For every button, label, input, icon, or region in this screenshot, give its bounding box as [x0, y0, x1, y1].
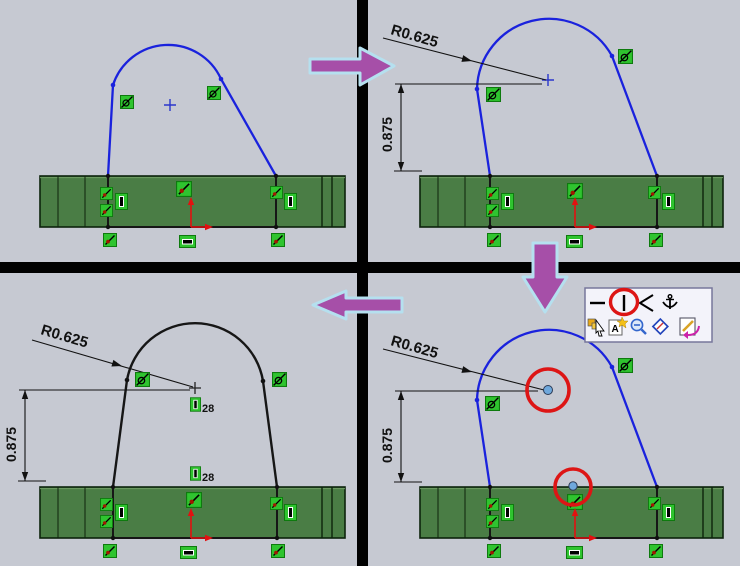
vertical-relation-callout[interactable]: 28 [190, 466, 214, 484]
coincident-icon [649, 544, 663, 558]
horizontal-relation-icon [180, 546, 197, 559]
flow-arrow-left [311, 289, 404, 321]
radius-dimension[interactable]: R0.625 [382, 22, 547, 81]
coincident-icon [271, 233, 285, 247]
radius-dimension-text[interactable]: R0.625 [389, 333, 440, 363]
radius-dimension-text[interactable]: R0.625 [39, 322, 90, 352]
height-dimension-text[interactable]: 0.875 [3, 427, 19, 462]
flow-arrow-down [521, 241, 569, 314]
vertical-relation-icon [662, 193, 675, 210]
vertical-relation-icon [662, 504, 675, 521]
horizontal-relation-icon [179, 235, 196, 248]
tangent-icon [618, 358, 633, 373]
coincident-icon [100, 498, 113, 511]
highlight-circle [525, 367, 571, 413]
horizontal-relation-icon [566, 235, 583, 248]
arc-center-mark[interactable] [189, 382, 201, 394]
panel-step2-dimensioned-sketch: R0.625 0.875 [379, 17, 724, 248]
radius-dimension-text[interactable]: R0.625 [389, 22, 440, 52]
sketch-profile-through-base[interactable] [489, 176, 658, 228]
anchor-fix-relation-button[interactable] [662, 294, 678, 309]
coincident-icon [100, 204, 113, 217]
sketch-endpoint-dots [110, 377, 280, 541]
midpoint-icon [186, 492, 202, 508]
coincident-icon [486, 498, 499, 511]
sketch-profile-black[interactable] [111, 321, 279, 488]
sketch-diamond-button[interactable] [651, 317, 669, 336]
vertical-relation-icon [284, 193, 297, 210]
height-dimension-text[interactable]: 0.875 [379, 117, 395, 152]
zoom-button[interactable] [630, 318, 647, 335]
exit-sketch-button[interactable] [679, 317, 700, 339]
coincident-icon [271, 544, 285, 558]
coincident-icon [486, 187, 499, 200]
sketch-profile-blue[interactable] [475, 17, 659, 177]
height-dimension[interactable]: 0.875 [379, 390, 538, 483]
vertical-relation-icon [501, 504, 514, 521]
tangent-icon [486, 87, 501, 102]
horizontal-divider [0, 262, 740, 273]
select-other-button[interactable] [587, 318, 605, 337]
sketch-endpoint-dots [474, 364, 660, 541]
vertical-divider [357, 0, 368, 566]
coincident-icon [100, 515, 113, 528]
tangent-icon [485, 396, 500, 411]
vertical-relation-icon [115, 193, 128, 210]
arc-center-mark[interactable] [164, 99, 176, 111]
height-dimension[interactable]: 0.875 [379, 83, 542, 172]
svg-text:A: A [612, 324, 619, 335]
coincident-icon [270, 497, 283, 510]
tangent-icon [272, 372, 287, 387]
radius-dimension[interactable]: R0.625 [382, 333, 545, 391]
midpoint-icon [567, 183, 583, 199]
radius-dimension[interactable]: R0.625 [31, 322, 194, 388]
highlight-circle [608, 287, 640, 317]
coincident-icon [487, 233, 501, 247]
coincident-icon [648, 497, 661, 510]
selected-midpoint[interactable] [568, 481, 578, 491]
coincident-icon [648, 186, 661, 199]
coincident-icon [270, 186, 283, 199]
panel-step1-initial-sketch [39, 43, 346, 248]
context-toolbar: A [584, 287, 713, 343]
horizontal-relation-icon [566, 546, 583, 559]
flow-arrow-right [308, 46, 396, 87]
annotation-note-button[interactable]: A [608, 316, 629, 336]
vertical-relation-icon [501, 193, 514, 210]
vertical-relation-icon [284, 504, 297, 521]
midpoint-icon [176, 181, 192, 197]
tangent-icon [135, 372, 150, 387]
vertical-relation-icon [115, 504, 128, 521]
coincident-icon [486, 204, 499, 217]
panel-step4-fully-defined-sketch: R0.625 0.875 28 28 [3, 321, 346, 559]
coincident-icon [103, 233, 117, 247]
vertical-relation-number: 28 [202, 472, 214, 484]
vertical-relation-callout[interactable]: 28 [190, 397, 214, 415]
coincident-icon [103, 544, 117, 558]
coincident-icon [649, 233, 663, 247]
height-dimension[interactable]: 0.875 [3, 389, 190, 482]
sketch-endpoint-dots [474, 53, 660, 230]
selected-arc-center-point[interactable] [543, 385, 553, 395]
sketch-profile-blue[interactable] [106, 43, 278, 177]
highlight-circle [553, 467, 593, 507]
angle-relation-button[interactable] [638, 294, 654, 312]
sketch-profile-through-base[interactable] [489, 487, 658, 539]
vertical-relation-number: 28 [202, 403, 214, 415]
panel-step3-select-points: R0.625 0.875 [379, 287, 724, 559]
tangent-icon [618, 49, 633, 64]
tangent-icon [207, 86, 221, 100]
tangent-icon [120, 95, 134, 109]
coincident-icon [487, 544, 501, 558]
coincident-icon [486, 515, 499, 528]
sketch-profile-blue[interactable] [475, 328, 659, 488]
coincident-icon [100, 187, 113, 200]
sketch-endpoint-dots [105, 76, 279, 230]
height-dimension-text[interactable]: 0.875 [379, 428, 395, 463]
